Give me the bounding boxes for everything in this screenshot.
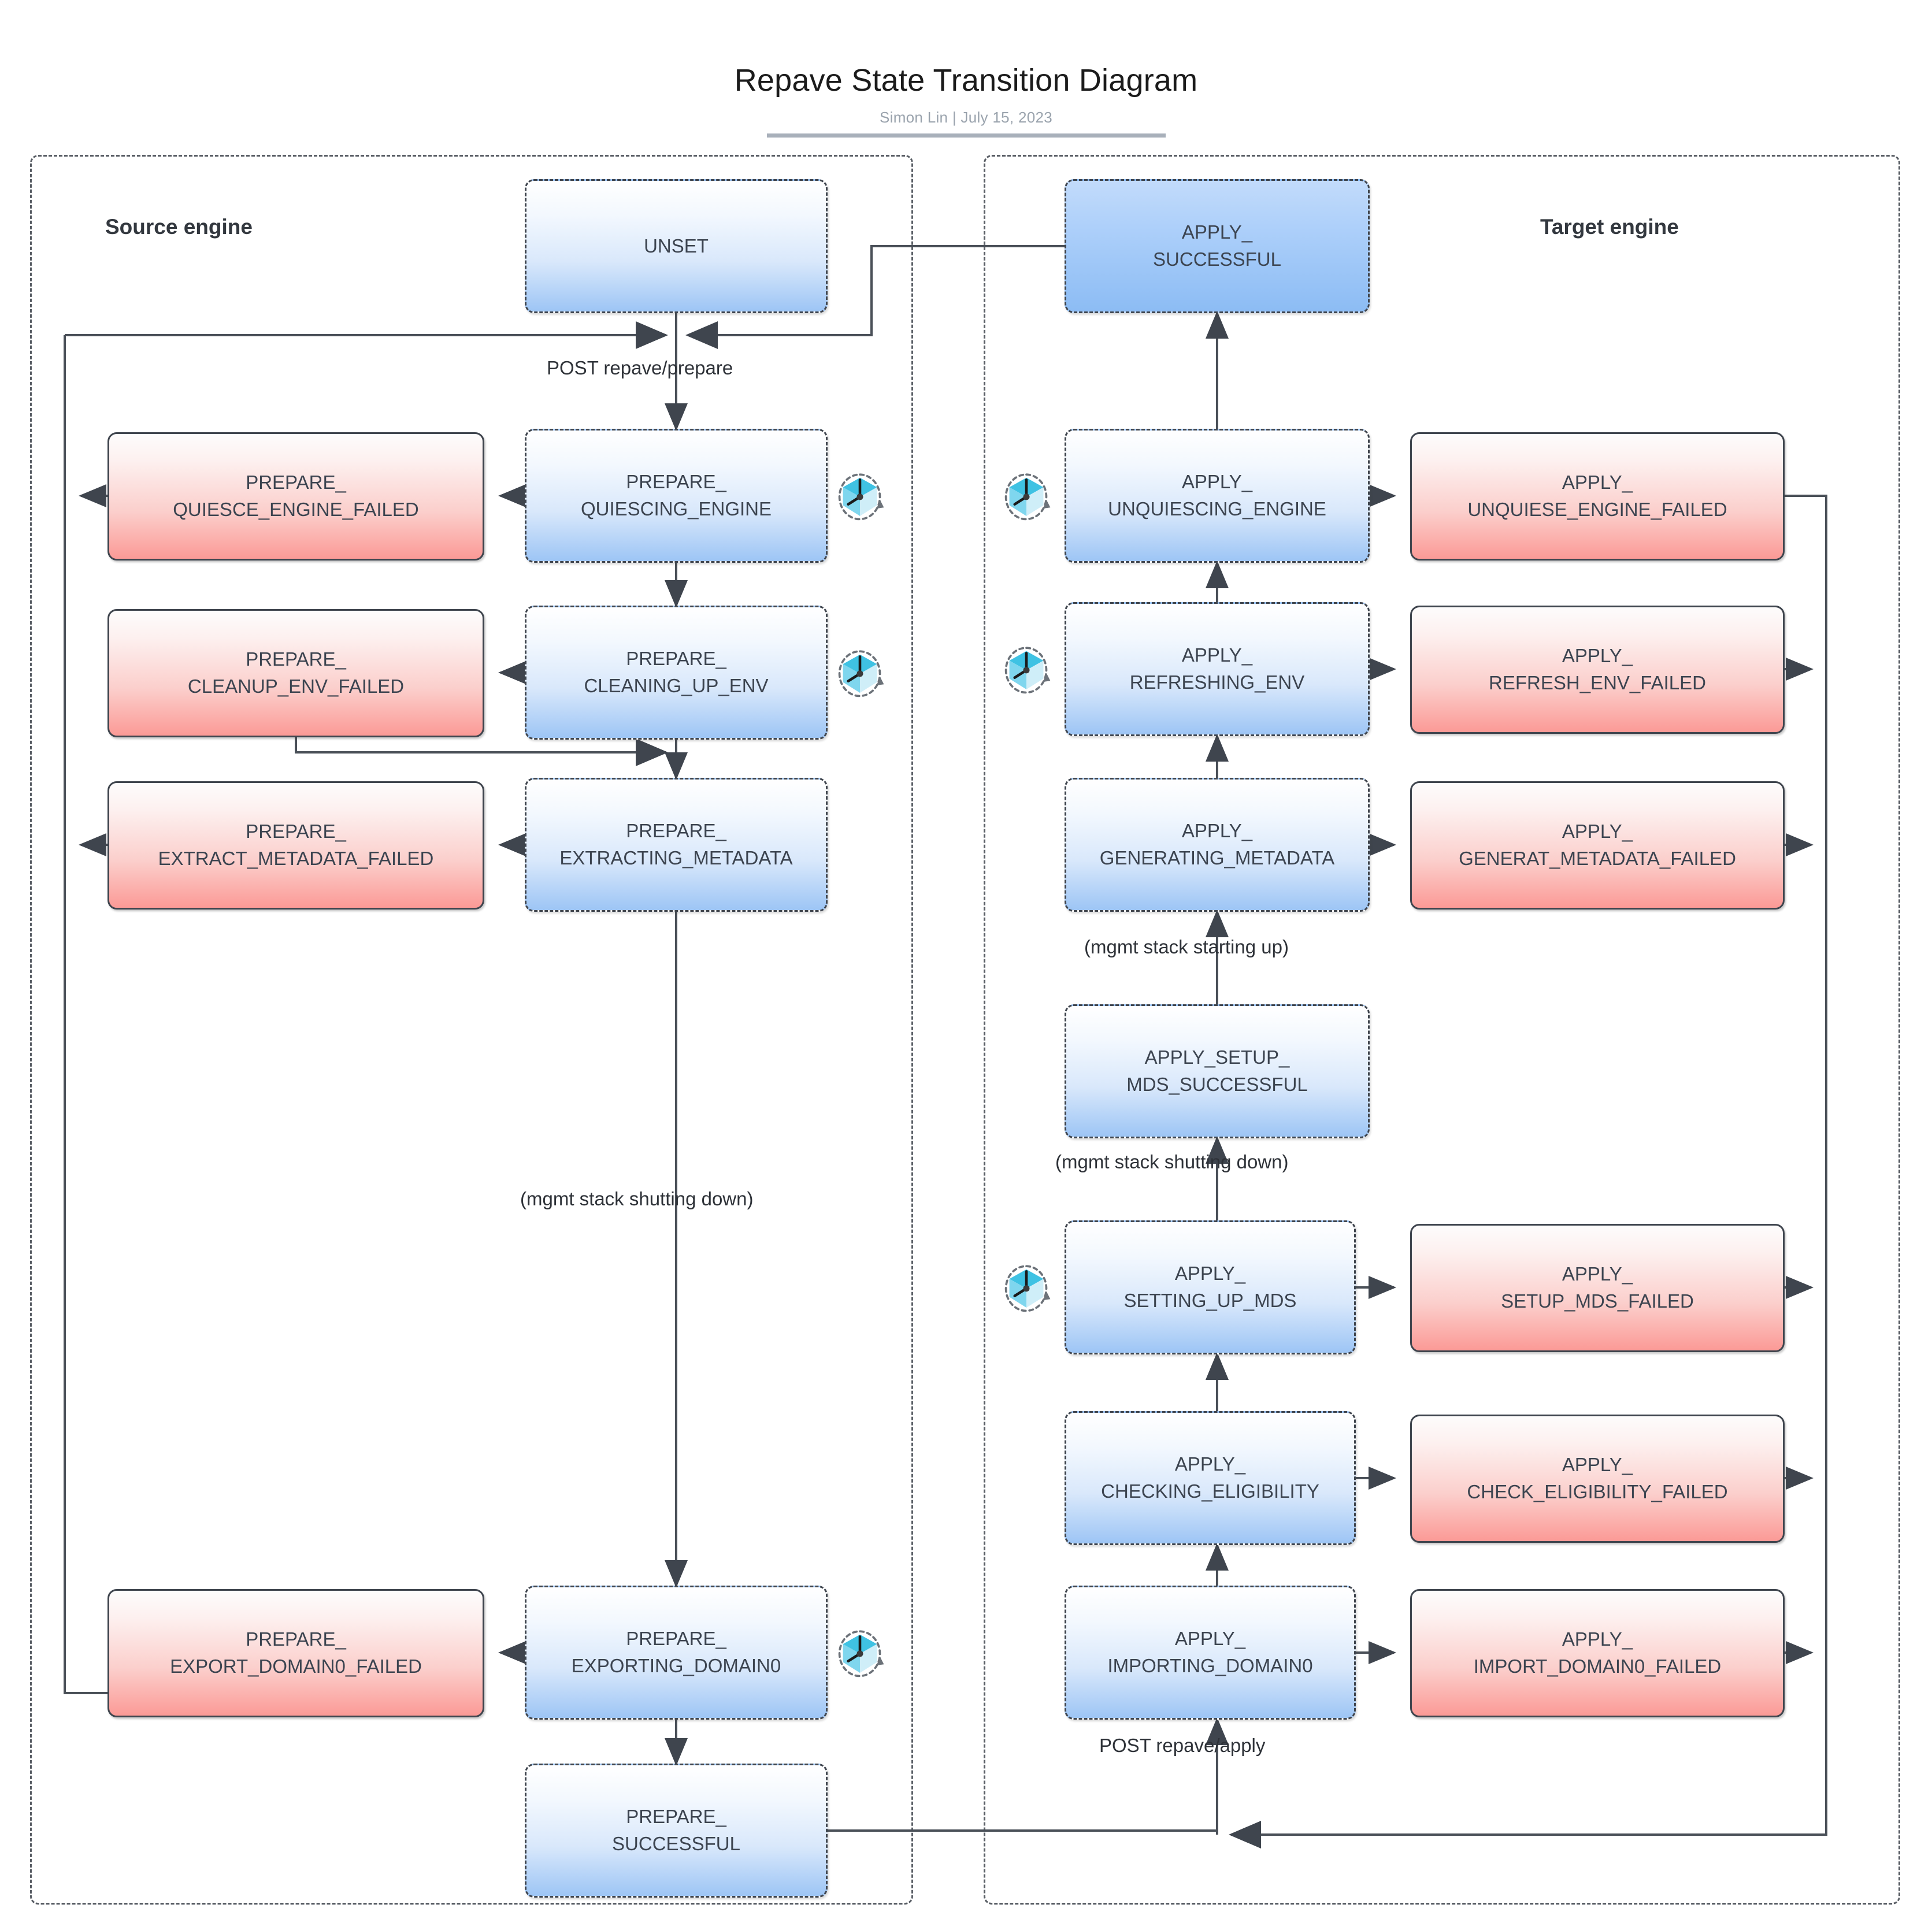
state-node-label: UNSET	[644, 235, 709, 257]
state-node-label: APPLY_ REFRESHING_ENV	[1129, 644, 1305, 693]
state-node-apply-refresh-env-failed[interactable]: APPLY_ REFRESH_ENV_FAILED	[1410, 606, 1785, 734]
state-node-apply-unquiese-failed[interactable]: APPLY_ UNQUIESE_ENGINE_FAILED	[1410, 432, 1785, 561]
state-node-prepare-export-failed[interactable]: PREPARE_ EXPORT_DOMAIN0_FAILED	[107, 1589, 484, 1717]
state-node-apply-import-domain0-failed[interactable]: APPLY_ IMPORT_DOMAIN0_FAILED	[1410, 1589, 1785, 1717]
state-node-prepare-quiesce-failed[interactable]: PREPARE_ QUIESCE_ENGINE_FAILED	[107, 432, 484, 561]
retry-timer-cube-icon	[1000, 643, 1053, 696]
title-block: Repave State Transition Diagram Simon Li…	[0, 62, 1932, 138]
state-node-apply-unquiescing-engine[interactable]: APPLY_ UNQUIESCING_ENGINE	[1065, 429, 1370, 563]
state-node-prepare-cleaning-up-env[interactable]: PREPARE_ CLEANING_UP_ENV	[525, 606, 828, 740]
swimlane-label-source: Source engine	[105, 215, 253, 239]
state-node-prepare-extracting-meta[interactable]: PREPARE_ EXTRACTING_METADATA	[525, 778, 828, 912]
state-node-prepare-quiescing-engine[interactable]: PREPARE_ QUIESCING_ENGINE	[525, 429, 828, 563]
swimlane-target-engine	[984, 155, 1900, 1905]
state-node-label: APPLY_ REFRESH_ENV_FAILED	[1489, 645, 1706, 693]
state-node-apply-refreshing-env[interactable]: APPLY_ REFRESHING_ENV	[1065, 602, 1370, 736]
state-node-apply-check-elig-failed[interactable]: APPLY_ CHECK_ELIGIBILITY_FAILED	[1410, 1415, 1785, 1543]
swimlane-label-target: Target engine	[1540, 215, 1679, 239]
retry-timer-cube-icon	[833, 1626, 887, 1679]
state-node-unset[interactable]: UNSET	[525, 179, 828, 313]
state-node-apply-setup-mds-failed[interactable]: APPLY_ SETUP_MDS_FAILED	[1410, 1224, 1785, 1352]
state-node-label: APPLY_ UNQUIESE_ENGINE_FAILED	[1467, 472, 1727, 520]
state-node-label: APPLY_ IMPORT_DOMAIN0_FAILED	[1473, 1628, 1722, 1677]
retry-timer-cube-icon	[833, 646, 887, 699]
swimlane-source-engine	[30, 155, 913, 1905]
author-date-subtitle: Simon Lin | July 15, 2023	[880, 109, 1052, 127]
state-node-label: PREPARE_ SUCCESSFUL	[612, 1806, 740, 1854]
retry-timer-cube-icon	[1000, 469, 1053, 522]
state-node-label: APPLY_ CHECKING_ELIGIBILITY	[1101, 1453, 1319, 1502]
state-node-label: PREPARE_ QUIESCING_ENGINE	[580, 471, 772, 519]
state-node-apply-importing-domain0[interactable]: APPLY_ IMPORTING_DOMAIN0	[1065, 1586, 1356, 1720]
state-node-label: PREPARE_ EXPORTING_DOMAIN0	[571, 1628, 781, 1676]
state-node-label: APPLY_ UNQUIESCING_ENGINE	[1108, 471, 1326, 519]
state-node-apply-checking-eligibility[interactable]: APPLY_ CHECKING_ELIGIBILITY	[1065, 1411, 1356, 1545]
state-node-label: PREPARE_ EXTRACT_METADATA_FAILED	[158, 821, 434, 869]
state-node-label: PREPARE_ EXPORT_DOMAIN0_FAILED	[170, 1628, 422, 1677]
state-node-label: APPLY_ GENERATING_METADATA	[1099, 820, 1335, 868]
state-node-label: APPLY_ IMPORTING_DOMAIN0	[1107, 1628, 1313, 1676]
state-node-label: PREPARE_ EXTRACTING_METADATA	[559, 820, 793, 868]
state-node-label: PREPARE_ QUIESCE_ENGINE_FAILED	[173, 472, 419, 520]
state-node-label: APPLY_ SETTING_UP_MDS	[1123, 1263, 1297, 1311]
state-node-apply-generat-meta-failed[interactable]: APPLY_ GENERAT_METADATA_FAILED	[1410, 781, 1785, 910]
state-node-apply-setup-mds-successful[interactable]: APPLY_SETUP_ MDS_SUCCESSFUL	[1065, 1004, 1370, 1138]
title-divider	[766, 133, 1166, 138]
state-node-apply-successful[interactable]: APPLY_ SUCCESSFUL	[1065, 179, 1370, 313]
edge-label-mgmt-starting-up-tgt: (mgmt stack starting up)	[1084, 936, 1289, 957]
retry-timer-cube-icon	[833, 469, 887, 522]
page-title: Repave State Transition Diagram	[734, 63, 1198, 98]
state-node-label: APPLY_ SETUP_MDS_FAILED	[1501, 1263, 1694, 1312]
state-node-label: APPLY_ SUCCESSFUL	[1153, 221, 1281, 270]
state-node-apply-generating-metadata[interactable]: APPLY_ GENERATING_METADATA	[1065, 778, 1370, 912]
state-node-prepare-successful[interactable]: PREPARE_ SUCCESSFUL	[525, 1764, 828, 1898]
edge-label-post-repave-prepare: POST repave/prepare	[547, 357, 733, 378]
state-node-label: PREPARE_ CLEANING_UP_ENV	[584, 648, 769, 696]
edge-label-mgmt-shutting-down-tgt: (mgmt stack shutting down)	[1055, 1151, 1289, 1172]
state-node-label: APPLY_SETUP_ MDS_SUCCESSFUL	[1126, 1046, 1308, 1095]
state-node-apply-setting-up-mds[interactable]: APPLY_ SETTING_UP_MDS	[1065, 1220, 1356, 1354]
state-node-prepare-extract-failed[interactable]: PREPARE_ EXTRACT_METADATA_FAILED	[107, 781, 484, 910]
edge-label-post-repave-apply: POST repave/apply	[1099, 1735, 1266, 1756]
state-node-label: APPLY_ CHECK_ELIGIBILITY_FAILED	[1467, 1454, 1728, 1502]
state-node-label: APPLY_ GENERAT_METADATA_FAILED	[1459, 821, 1736, 869]
state-node-label: PREPARE_ CLEANUP_ENV_FAILED	[187, 648, 405, 697]
state-node-prepare-exporting-domain0[interactable]: PREPARE_ EXPORTING_DOMAIN0	[525, 1586, 828, 1720]
state-node-prepare-cleanup-failed[interactable]: PREPARE_ CLEANUP_ENV_FAILED	[107, 609, 484, 737]
retry-timer-cube-icon	[1000, 1261, 1053, 1314]
edge-label-mgmt-shutting-down-src: (mgmt stack shutting down)	[520, 1188, 754, 1209]
